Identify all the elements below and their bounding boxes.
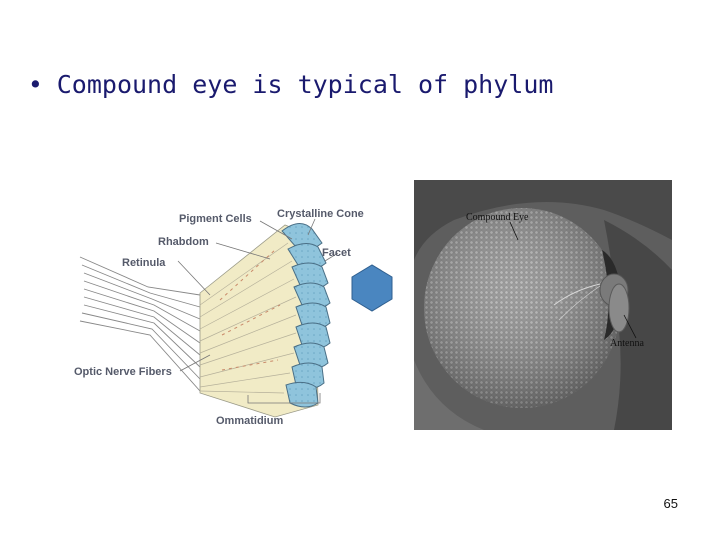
label-compound-eye: Compound Eye bbox=[466, 212, 529, 223]
optic-nerve-fibers bbox=[79, 256, 201, 392]
page-number: 65 bbox=[663, 496, 678, 511]
antenna bbox=[553, 273, 630, 333]
bullet-dot: • bbox=[28, 70, 43, 99]
label-antenna: Antenna bbox=[610, 338, 644, 349]
facet-hexagon bbox=[351, 264, 393, 312]
ommatidium-bracket bbox=[247, 393, 321, 404]
fly-eye-micrograph: Compound Eye Antenna bbox=[414, 180, 672, 430]
label-crystalline-cone: Crystalline Cone bbox=[277, 208, 364, 220]
slide-bullet: • Compound eye is typical of phylum bbox=[28, 70, 553, 99]
label-optic-nerve-fibers: Optic Nerve Fibers bbox=[74, 366, 172, 378]
ommatidia-fan bbox=[199, 224, 319, 418]
label-pigment-cells: Pigment Cells bbox=[179, 213, 252, 225]
fly-eye-micrograph-svg: Compound Eye Antenna bbox=[414, 180, 672, 430]
bullet-text: Compound eye is typical of phylum bbox=[56, 70, 554, 99]
crystalline-cones bbox=[281, 223, 331, 408]
label-rhabdom: Rhabdom bbox=[158, 236, 209, 248]
label-ommatidium: Ommatidium bbox=[216, 415, 283, 427]
antenna-pointer-line bbox=[623, 314, 637, 339]
eye-pointer-line bbox=[509, 221, 519, 241]
ommatidia-diagram: Pigment Cells Crystalline Cone Rhabdom R… bbox=[60, 195, 400, 440]
ommatidia-diagram-svg: Pigment Cells Crystalline Cone Rhabdom R… bbox=[74, 208, 393, 427]
label-facet: Facet bbox=[322, 247, 351, 259]
label-retinula: Retinula bbox=[122, 257, 166, 269]
leader-lines bbox=[177, 218, 339, 372]
